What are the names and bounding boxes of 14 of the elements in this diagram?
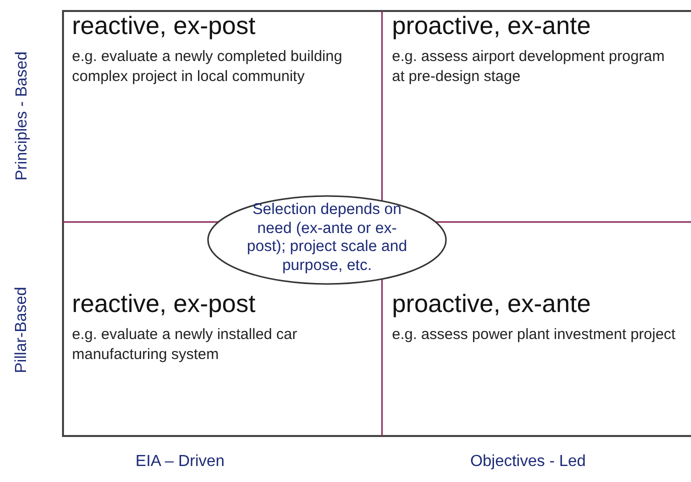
axis-label: EIA – Driven (136, 453, 224, 471)
quadrant-heading: reactive, ex-post (72, 12, 256, 41)
quadrant-heading: proactive, ex-ante (392, 290, 591, 319)
example-text: e.g. evaluate a newly completed building complex project in local community (72, 47, 344, 88)
ellipse-callout (207, 195, 447, 285)
axis-label: Objectives - Led (470, 453, 586, 471)
quadrant-heading: proactive, ex-ante (392, 12, 591, 41)
example-text: e.g. evaluate a newly installed car manufacturing system (72, 325, 298, 366)
example-text: e.g. assess airport development program at pre-design stage (392, 47, 666, 88)
axis-label: Principles - Based (13, 52, 31, 180)
ellipse-text: Selection depends on need (ex-ante or ex-post); project scale and purpose, etc. (246, 201, 408, 276)
axis-label: Pillar-Based (13, 286, 31, 374)
quadrant-heading: reactive, ex-post (72, 290, 256, 319)
example-text: e.g. assess power plant investment project (392, 325, 676, 345)
